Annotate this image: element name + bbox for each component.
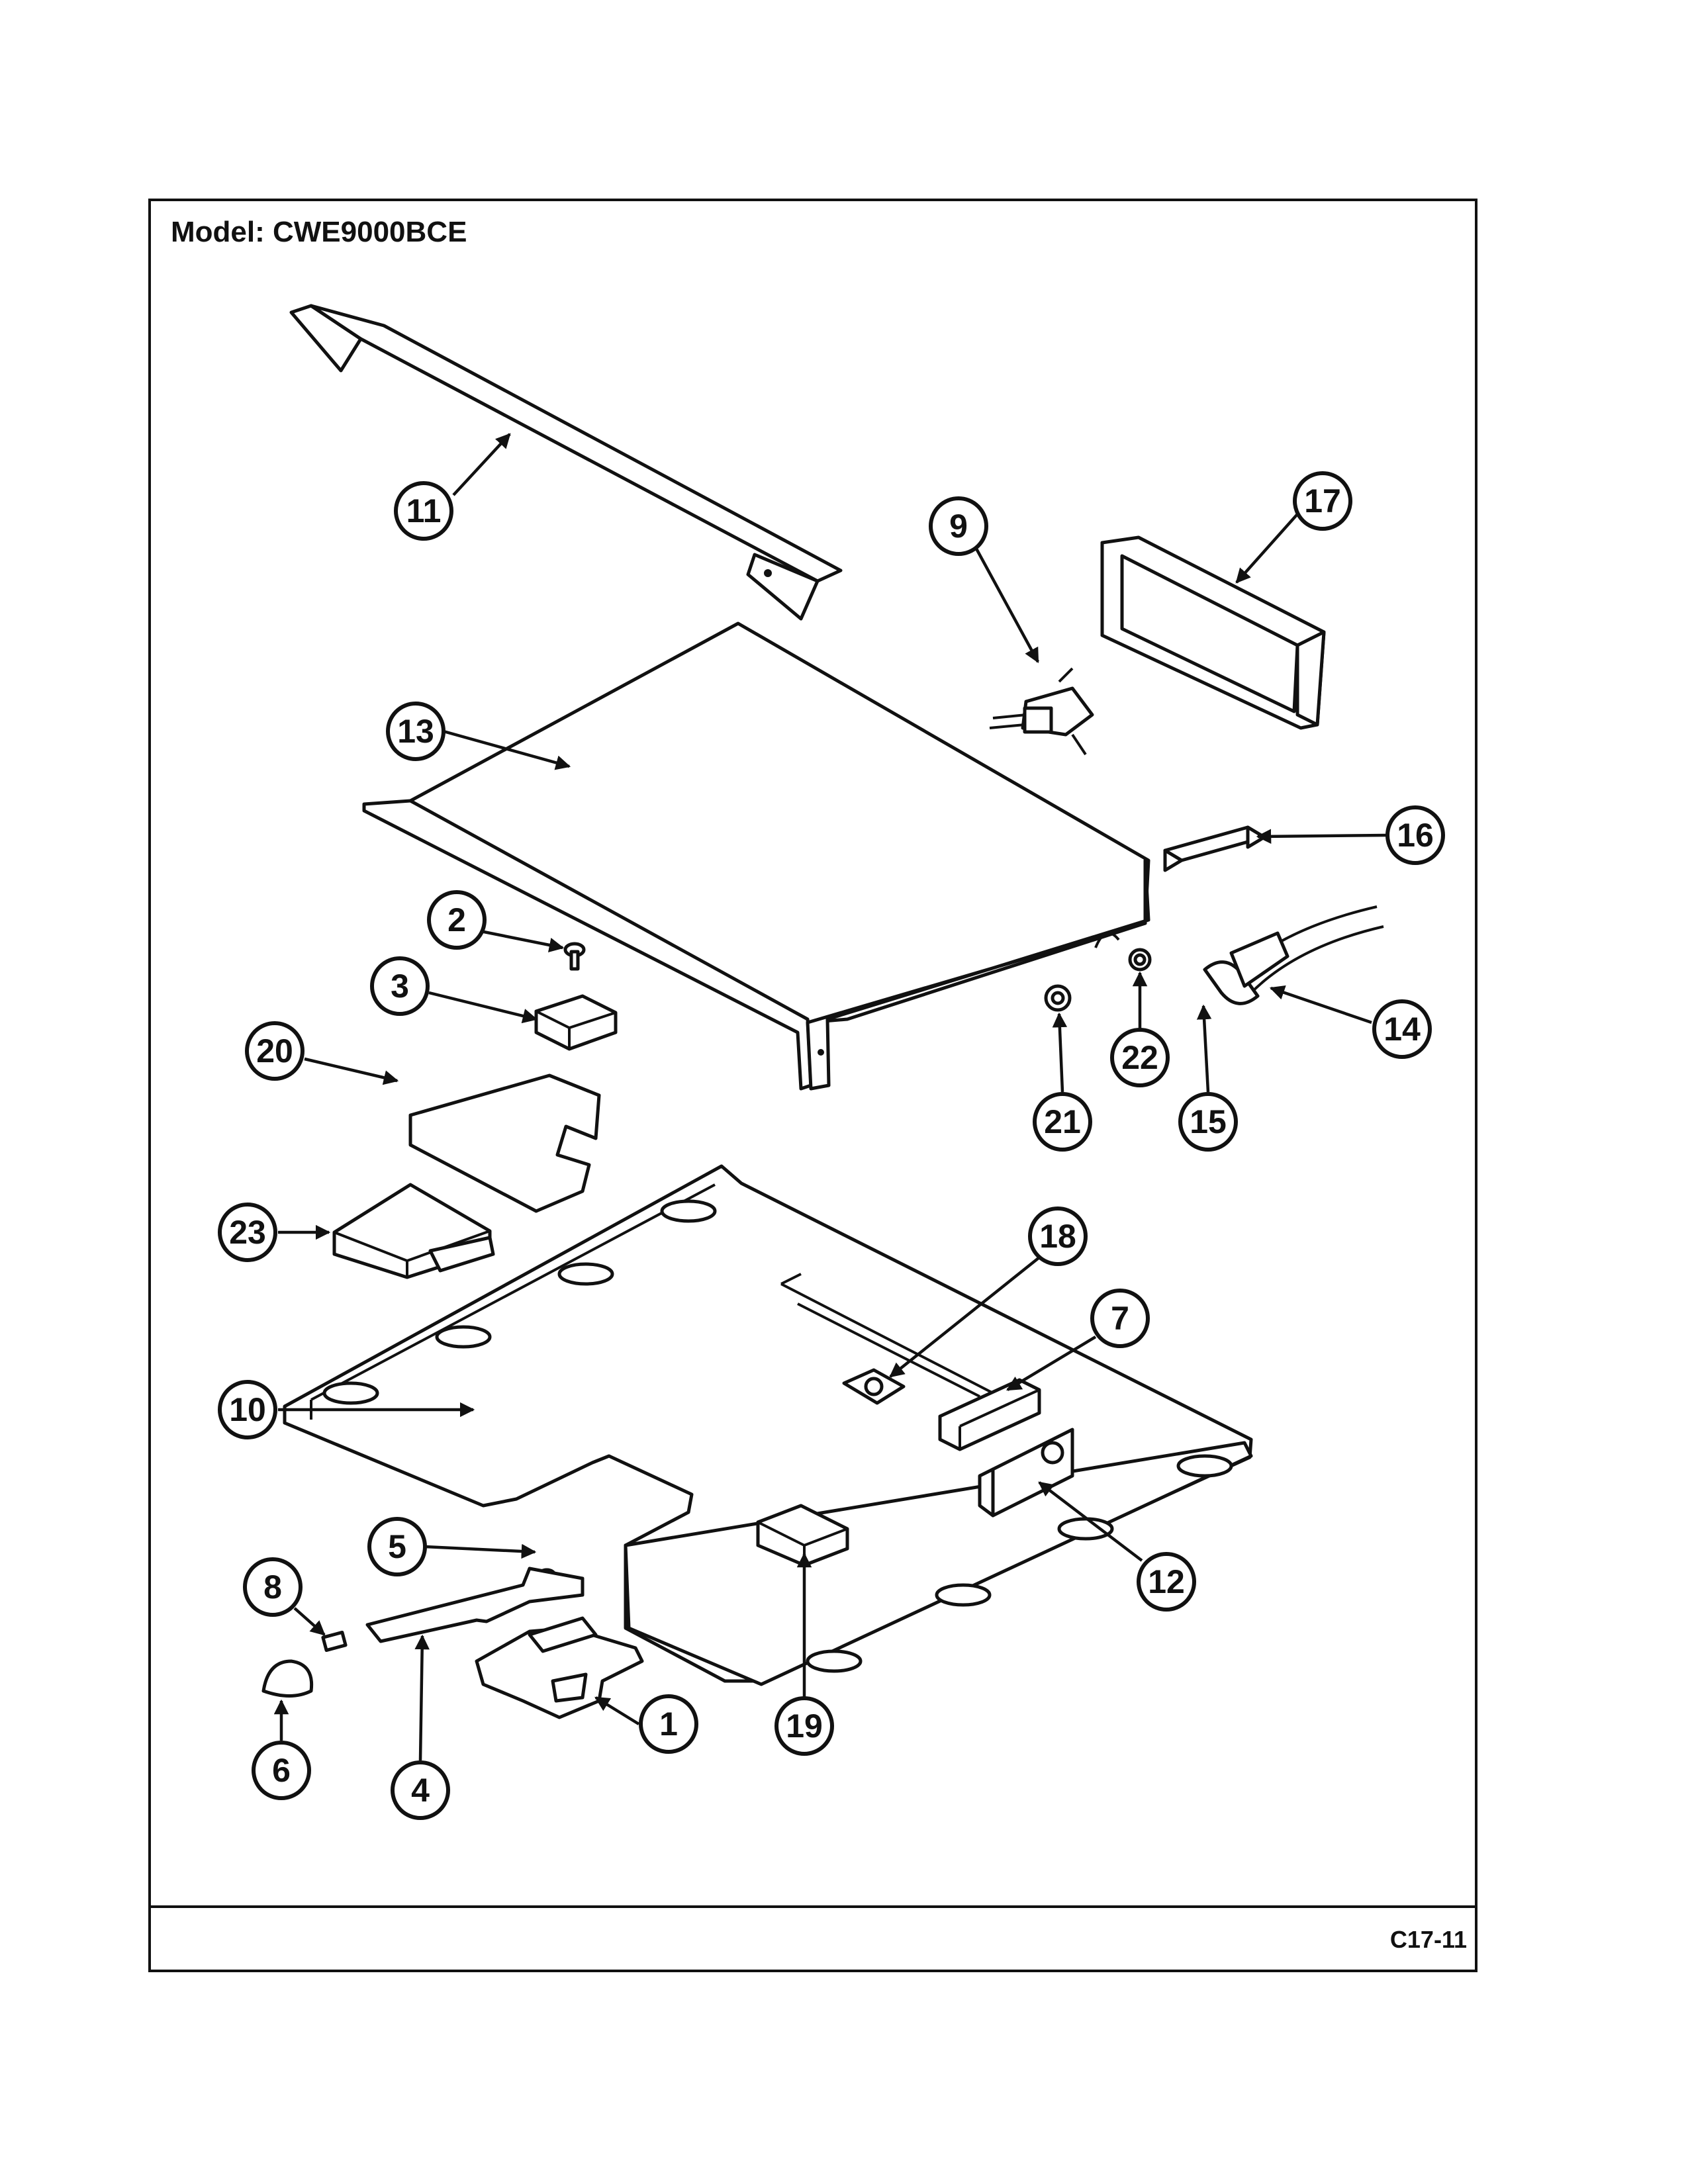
part-1-switch-assembly xyxy=(475,1616,644,1719)
part-8-spacer xyxy=(321,1630,348,1653)
callout-15: 15 xyxy=(1178,1092,1238,1152)
part-17-panel-box xyxy=(1100,535,1326,730)
svg-text:12: 12 xyxy=(1148,1563,1185,1600)
svg-text:8: 8 xyxy=(263,1569,282,1606)
part-14-hose xyxy=(1203,905,1384,1005)
page-code: C17-11 xyxy=(1389,1926,1467,1953)
callout-3: 3 xyxy=(370,956,430,1016)
callout-7: 7 xyxy=(1090,1289,1150,1348)
svg-text:19: 19 xyxy=(786,1707,823,1745)
part-2-screw xyxy=(563,942,586,971)
svg-text:17: 17 xyxy=(1304,482,1341,520)
part-19-relay xyxy=(756,1504,849,1567)
callout-8: 8 xyxy=(243,1557,303,1617)
svg-text:15: 15 xyxy=(1190,1103,1227,1140)
part-23-module xyxy=(332,1183,495,1279)
callout-20: 20 xyxy=(245,1021,305,1081)
part-4-lever xyxy=(365,1567,585,1643)
svg-text:10: 10 xyxy=(229,1391,266,1428)
part-12-bracket xyxy=(978,1428,1074,1518)
callout-2: 2 xyxy=(427,890,487,950)
callout-17: 17 xyxy=(1293,471,1352,531)
svg-text:11: 11 xyxy=(406,492,442,529)
svg-text:22: 22 xyxy=(1121,1039,1158,1076)
callout-23: 23 xyxy=(218,1203,277,1262)
callout-4: 4 xyxy=(391,1760,450,1820)
svg-text:21: 21 xyxy=(1044,1103,1081,1140)
svg-text:5: 5 xyxy=(388,1528,406,1565)
svg-text:18: 18 xyxy=(1039,1218,1076,1255)
callout-9: 9 xyxy=(929,496,988,556)
svg-text:14: 14 xyxy=(1383,1011,1421,1048)
callout-11: 11 xyxy=(394,481,453,541)
callout-21: 21 xyxy=(1033,1092,1092,1152)
diagram-frame: Model: CWE9000BCE C17-11 xyxy=(148,199,1477,1972)
svg-text:16: 16 xyxy=(1397,817,1434,854)
part-20-insulation-sheet xyxy=(408,1073,601,1213)
callout-19: 19 xyxy=(774,1696,834,1756)
callout-22: 22 xyxy=(1110,1028,1170,1087)
part-10-base-panel xyxy=(283,1164,1253,1686)
part-18-terminal xyxy=(842,1368,906,1405)
part-6-knob xyxy=(261,1659,314,1698)
svg-text:3: 3 xyxy=(391,968,409,1005)
svg-text:13: 13 xyxy=(397,713,434,750)
svg-text:1: 1 xyxy=(659,1706,678,1743)
callout-18: 18 xyxy=(1028,1206,1088,1266)
part-13-top-cover xyxy=(362,621,1150,1091)
callout-1: 1 xyxy=(639,1694,698,1754)
screw-hole-icon xyxy=(764,569,772,577)
callout-6: 6 xyxy=(252,1741,311,1800)
svg-text:2: 2 xyxy=(447,901,466,938)
footer-divider xyxy=(151,1905,1475,1908)
svg-text:9: 9 xyxy=(949,508,968,545)
callout-5: 5 xyxy=(367,1517,427,1576)
svg-text:23: 23 xyxy=(229,1214,266,1251)
svg-text:7: 7 xyxy=(1111,1300,1129,1337)
callout-10: 10 xyxy=(218,1380,277,1439)
callout-16: 16 xyxy=(1385,805,1445,865)
model-title: Model: CWE9000BCE xyxy=(171,216,467,248)
leader-lines xyxy=(273,433,1387,1761)
svg-text:6: 6 xyxy=(272,1752,291,1789)
part-16-clip xyxy=(1163,825,1266,872)
part-3-block xyxy=(534,994,618,1051)
part-9-water-valve xyxy=(989,667,1094,756)
callout-12: 12 xyxy=(1137,1552,1196,1612)
part-11-bracket xyxy=(289,304,843,621)
svg-text:20: 20 xyxy=(256,1032,293,1069)
callout-14: 14 xyxy=(1372,999,1432,1059)
callout-13: 13 xyxy=(386,702,445,761)
svg-text:4: 4 xyxy=(411,1772,430,1809)
